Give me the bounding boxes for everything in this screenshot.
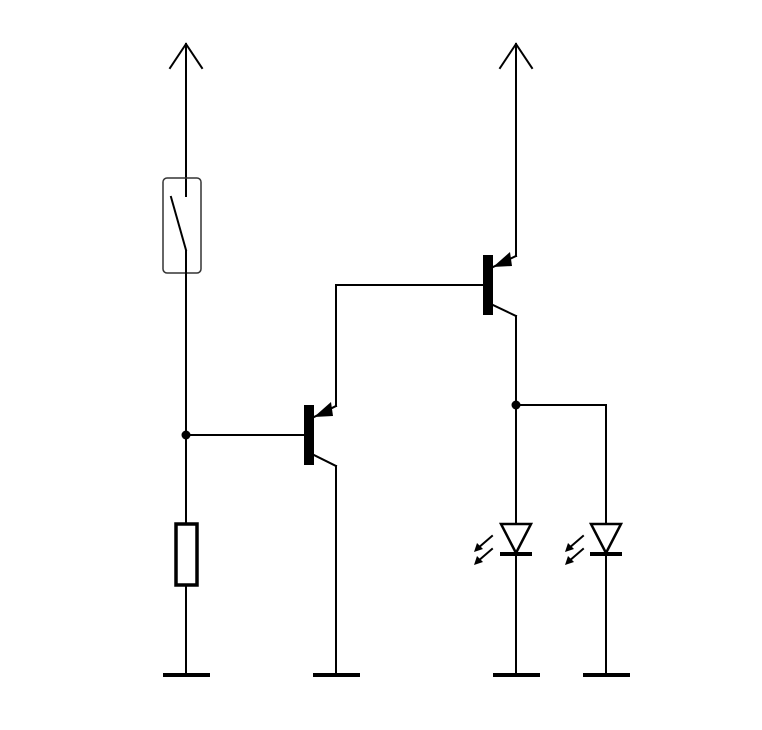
- q1-collector: [312, 453, 338, 468]
- wire-q1-emitter-to-q2-base: [335, 284, 486, 407]
- transistor-q2: [483, 252, 518, 318]
- q1-emitter-arrow: [314, 402, 333, 417]
- resistor: [174, 522, 199, 587]
- wire-led2-branch: [515, 404, 607, 525]
- led-2: [565, 522, 624, 565]
- led2-ray-1-head: [565, 543, 574, 552]
- q1-base-bar: [304, 405, 314, 465]
- q2-base-bar: [483, 255, 493, 315]
- led1-triangle: [498, 522, 534, 556]
- led2-triangle: [588, 522, 624, 556]
- led-1: [474, 522, 534, 565]
- q2-collector: [491, 303, 518, 318]
- tilt-switch: [162, 177, 202, 274]
- led1-ray-2-head: [474, 556, 483, 565]
- switch-enclosure: [162, 177, 202, 274]
- transistor-q1: [304, 402, 338, 468]
- switch-blade: [169, 195, 188, 252]
- led1-ray-1-head: [474, 543, 483, 552]
- led2-ray-2-head: [565, 556, 574, 565]
- q2-emitter-arrow: [493, 252, 512, 267]
